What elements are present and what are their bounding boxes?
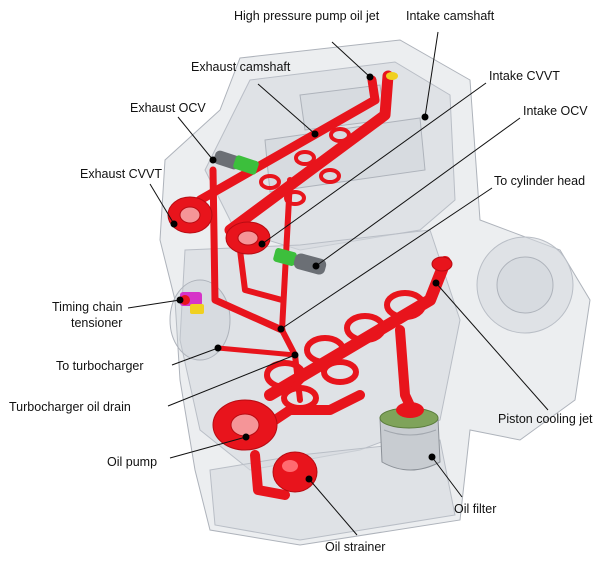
timing-chain-tensioner — [180, 292, 204, 314]
label-exhaust-ocv: Exhaust OCV — [130, 101, 206, 115]
dot-oil-strainer — [305, 475, 313, 483]
dot-to-cylinder-head — [277, 325, 285, 333]
exhaust-ocv — [213, 150, 259, 175]
dot-intake-cvvt — [258, 240, 266, 248]
callout-dots — [170, 73, 440, 483]
dot-turbo-oil-drain — [291, 351, 299, 359]
bearing-rings — [264, 290, 426, 411]
oil-strainer — [272, 451, 318, 493]
head-feed — [209, 166, 286, 334]
label-piston-cooling-jet: Piston cooling jet — [498, 412, 593, 426]
label-turbo-oil-drain: Turbocharger oil drain — [9, 400, 131, 414]
dot-piston-cooling-jet — [432, 279, 440, 287]
oil-filter — [379, 402, 441, 471]
oil-pump — [212, 399, 278, 451]
dot-timing-chain-tensioner — [176, 296, 184, 304]
intake-ocv — [273, 248, 327, 275]
exhaust-cvvt — [167, 196, 213, 234]
dot-exhaust-cvvt — [170, 220, 178, 228]
label-intake-cvvt: Intake CVVT — [489, 69, 560, 83]
dot-intake-camshaft — [421, 113, 429, 121]
cam-journal-rings — [259, 127, 351, 206]
intake-cvvt — [225, 221, 271, 255]
exhaust-camshaft-gallery — [195, 75, 380, 205]
label-exhaust-cvvt: Exhaust CVVT — [80, 167, 162, 181]
label-oil-pump: Oil pump — [107, 455, 157, 469]
intake-camshaft-gallery — [224, 70, 394, 236]
dot-exhaust-camshaft — [311, 130, 319, 138]
labels: High pressure pump oil jet Intake camsha… — [9, 9, 593, 554]
dot-oil-pump — [242, 433, 250, 441]
dot-oil-filter — [428, 453, 436, 461]
label-to-cylinder-head: To cylinder head — [494, 174, 585, 188]
leader-lines — [127, 31, 549, 536]
label-hp-pump-oil-jet: High pressure pump oil jet — [234, 9, 380, 23]
label-oil-filter: Oil filter — [454, 502, 496, 516]
label-intake-ocv: Intake OCV — [523, 104, 588, 118]
piston-cooling-jet — [431, 256, 453, 272]
dot-exhaust-ocv — [209, 156, 217, 164]
label-intake-camshaft: Intake camshaft — [406, 9, 495, 23]
label-exhaust-camshaft: Exhaust camshaft — [191, 60, 291, 74]
dot-to-turbocharger — [214, 344, 222, 352]
hp-pump-jet — [386, 72, 398, 80]
label-oil-strainer: Oil strainer — [325, 540, 385, 554]
dot-intake-ocv — [312, 262, 320, 270]
label-to-turbocharger: To turbocharger — [56, 359, 144, 373]
turbo-feed-line — [215, 345, 298, 358]
label-timing-chain-line1: Timing chain — [52, 300, 122, 314]
label-timing-chain-line2: tensioner — [71, 316, 122, 330]
dot-hp-pump-jet — [366, 73, 374, 81]
